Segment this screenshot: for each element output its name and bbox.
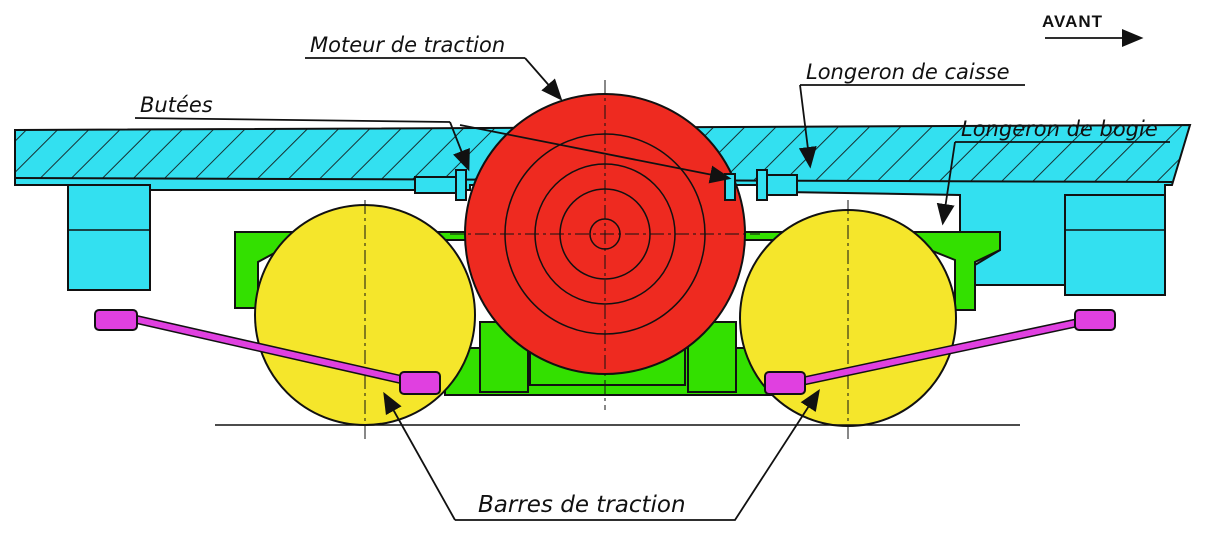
moteur-label: Moteur de traction bbox=[310, 33, 505, 57]
longeron-caisse-label: Longeron de caisse bbox=[806, 60, 1010, 84]
longeron-bogie-label: Longeron de bogie bbox=[961, 117, 1158, 141]
traction-bar-right bbox=[764, 309, 1116, 395]
butees-label: Butées bbox=[140, 93, 213, 117]
caisse-right-post bbox=[1064, 194, 1166, 296]
leader-lines bbox=[134, 29, 1170, 521]
avant-label: AVANT bbox=[1042, 12, 1103, 31]
buffer-stops bbox=[414, 169, 798, 201]
traction-bar-left bbox=[94, 309, 441, 395]
traction-motor bbox=[450, 80, 760, 410]
caisse-left-post bbox=[67, 184, 151, 291]
wheel-left bbox=[254, 200, 476, 440]
caisse-underframe bbox=[14, 123, 1192, 296]
barres-label: Barres de traction bbox=[478, 492, 686, 518]
